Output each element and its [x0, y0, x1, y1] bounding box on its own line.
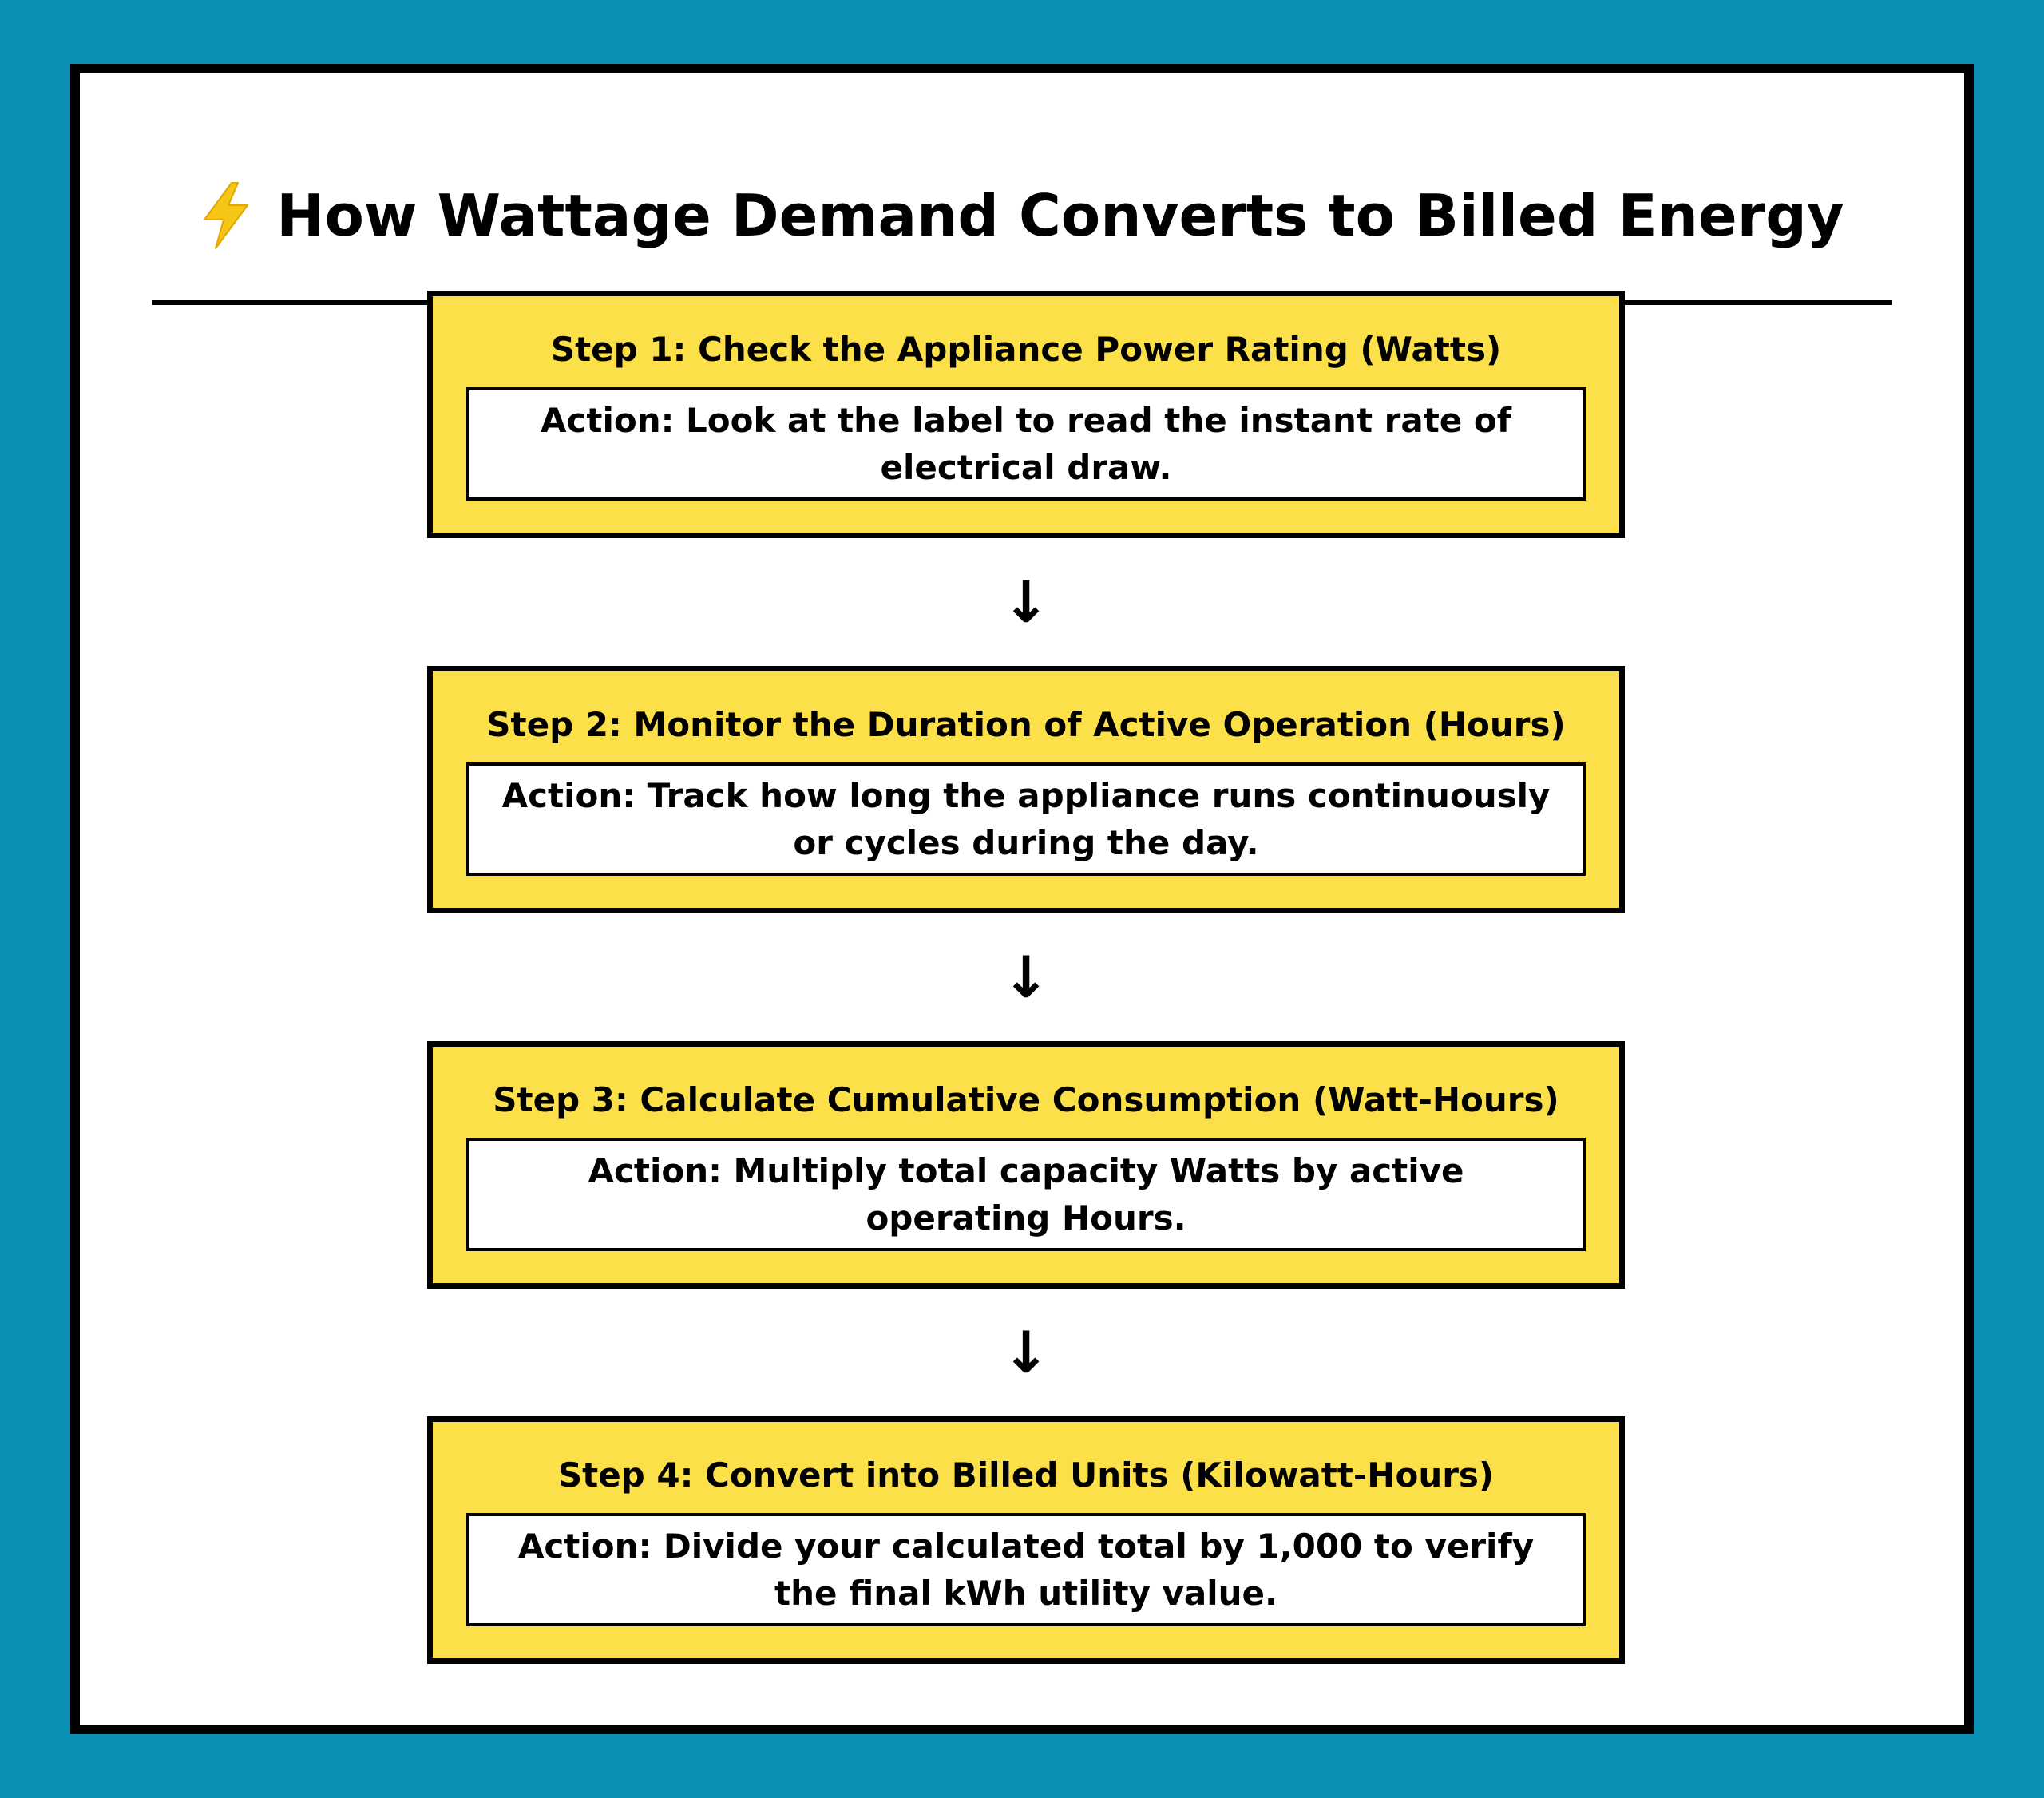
down-arrow-icon: ↓ — [1001, 944, 1051, 1011]
lightning-bolt-icon — [204, 182, 249, 249]
flow-steps: Step 1: Check the Appliance Power Rating… — [427, 291, 1625, 1664]
step-box-4: Step 4: Convert into Billed Units (Kilow… — [427, 1416, 1625, 1664]
step-action: Action: Track how long the appliance run… — [466, 762, 1586, 876]
step-box-2: Step 2: Monitor the Duration of Active O… — [427, 666, 1625, 913]
step-title: Step 3: Calculate Cumulative Consumption… — [493, 1080, 1559, 1119]
step-title: Step 2: Monitor the Duration of Active O… — [486, 705, 1566, 744]
step-box-1: Step 1: Check the Appliance Power Rating… — [427, 291, 1625, 538]
down-arrow-icon: ↓ — [1001, 568, 1051, 636]
step-title: Step 1: Check the Appliance Power Rating… — [550, 330, 1502, 369]
step-action: Action: Look at the label to read the in… — [466, 387, 1586, 501]
step-box-3: Step 3: Calculate Cumulative Consumption… — [427, 1041, 1625, 1289]
diagram-header: How Wattage Demand Converts to Billed En… — [152, 145, 1892, 305]
diagram-card: How Wattage Demand Converts to Billed En… — [70, 64, 1974, 1734]
step-title: Step 4: Convert into Billed Units (Kilow… — [557, 1455, 1495, 1495]
step-action: Action: Divide your calculated total by … — [466, 1513, 1586, 1626]
step-action: Action: Multiply total capacity Watts by… — [466, 1138, 1586, 1251]
diagram-title: How Wattage Demand Converts to Billed En… — [276, 182, 1844, 249]
down-arrow-icon: ↓ — [1001, 1319, 1051, 1386]
